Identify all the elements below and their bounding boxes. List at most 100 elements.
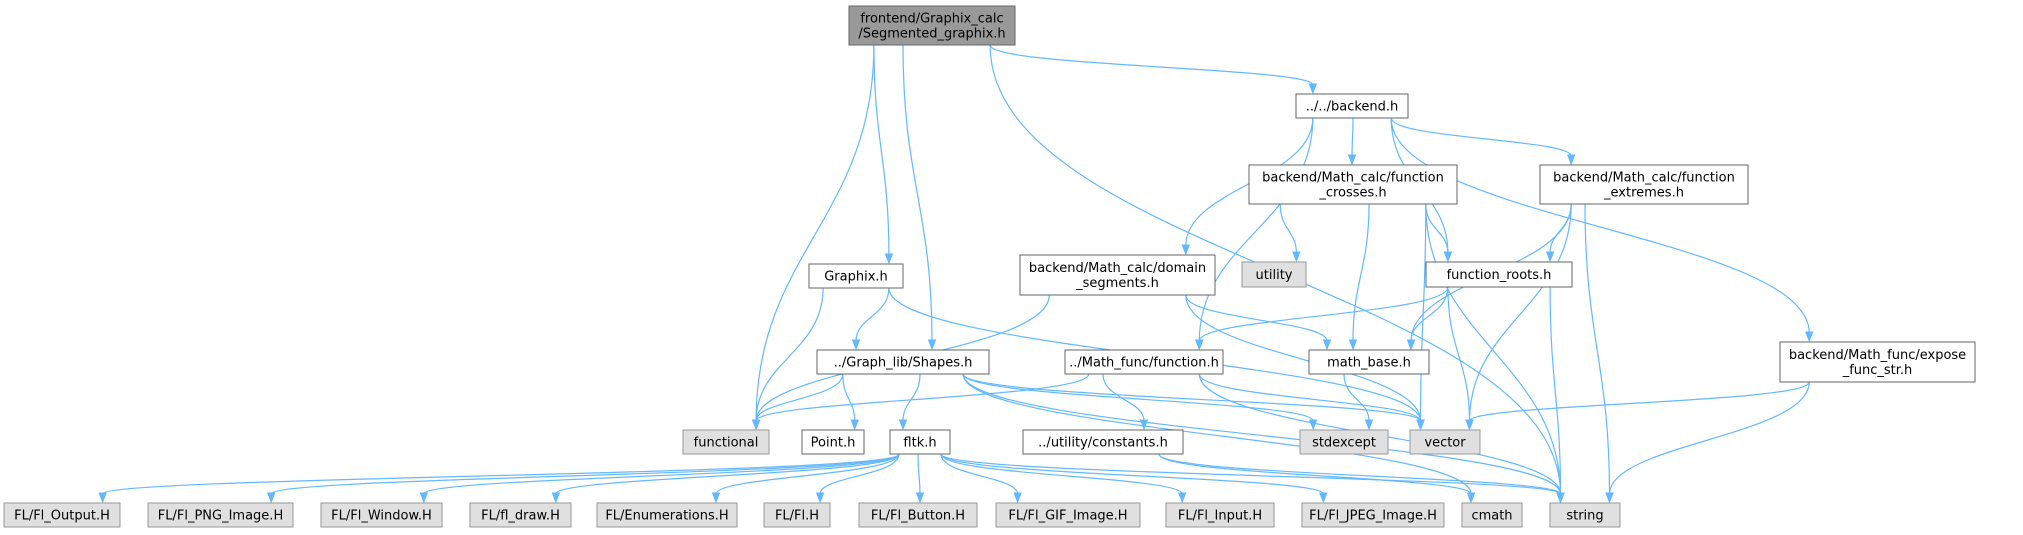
edge-line bbox=[1185, 294, 1328, 342]
edge-graphix-to-shapes bbox=[851, 287, 890, 351]
edge-constants-to-string bbox=[1158, 453, 1565, 504]
edge-fltk-to-gif bbox=[940, 453, 1022, 504]
node-mfunction[interactable]: ../Math_func/function.h bbox=[1064, 349, 1224, 375]
node-backend[interactable]: ../../backend.h bbox=[1295, 93, 1409, 119]
node-label: FL/Fl_Window.H bbox=[331, 509, 432, 524]
edge-line bbox=[1279, 203, 1297, 254]
node-graphix[interactable]: Graphix.h bbox=[808, 263, 904, 289]
node-label: FL/Fl_Button.H bbox=[871, 509, 965, 524]
node-box bbox=[848, 5, 1016, 46]
node-label: _crosses.h bbox=[1318, 186, 1386, 201]
edge-arrowhead bbox=[927, 339, 937, 351]
node-fltk[interactable]: fltk.h bbox=[889, 429, 951, 455]
edge-crosses-to-roots bbox=[1425, 203, 1453, 263]
edge-arrowhead bbox=[1319, 492, 1328, 504]
node-label: ../utility/constants.h bbox=[1038, 436, 1168, 451]
edge-line bbox=[940, 453, 1324, 495]
edge-arrowhead bbox=[1181, 244, 1190, 256]
node-constants[interactable]: ../utility/constants.h bbox=[1022, 429, 1184, 455]
node-shapes[interactable]: ../Graph_lib/Shapes.h bbox=[816, 349, 990, 375]
edge-arrowhead bbox=[1308, 419, 1318, 431]
edge-arrowhead bbox=[1556, 492, 1565, 504]
node-box bbox=[1022, 429, 1184, 455]
edge-arrowhead bbox=[711, 492, 721, 504]
node-label: backend/Math_calc/function bbox=[1262, 171, 1444, 186]
node-box bbox=[1461, 502, 1523, 528]
edge-fltk-to-flh bbox=[815, 453, 900, 504]
node-mathbase[interactable]: math_base.h bbox=[1308, 349, 1430, 375]
edge-arrowhead bbox=[1013, 492, 1022, 504]
edge-arrowhead bbox=[1566, 154, 1576, 166]
node-box bbox=[1248, 164, 1458, 205]
node-box bbox=[763, 502, 831, 528]
edge-line bbox=[1390, 117, 1572, 157]
node-draw: FL/fl_draw.H bbox=[469, 502, 572, 528]
edge-line bbox=[962, 373, 1472, 495]
edge-shapes-to-vector bbox=[962, 373, 1425, 431]
node-label: /Segmented_graphix.h bbox=[858, 27, 1005, 42]
edge-line bbox=[1198, 117, 1314, 342]
edge-shapes-to-functional bbox=[751, 373, 844, 431]
edge-mfunction-to-functional bbox=[751, 373, 1090, 431]
node-label: _func_str.h bbox=[1842, 363, 1913, 378]
node-png: FL/Fl_PNG_Image.H bbox=[147, 502, 294, 528]
node-box bbox=[1019, 254, 1216, 296]
node-expose[interactable]: backend/Math_func/expose_func_str.h bbox=[1779, 341, 1976, 383]
node-box bbox=[320, 502, 443, 528]
edge-line bbox=[1351, 117, 1354, 157]
node-box bbox=[1301, 502, 1445, 528]
edge-arrowhead bbox=[1805, 331, 1814, 343]
node-crosses[interactable]: backend/Math_calc/function_crosses.h bbox=[1248, 164, 1458, 205]
edge-root-to-graphix bbox=[873, 44, 894, 265]
edge-line bbox=[755, 373, 844, 422]
node-string: string bbox=[1549, 502, 1621, 528]
edge-line bbox=[755, 287, 824, 422]
edge-backend-to-mfunction bbox=[1195, 117, 1314, 351]
node-label: utility bbox=[1256, 268, 1293, 283]
edge-arrowhead bbox=[1348, 339, 1358, 351]
edge-root-to-shapes bbox=[902, 44, 937, 351]
node-cmath: cmath bbox=[1461, 502, 1523, 528]
node-label: FL/Fl_PNG_Image.H bbox=[158, 509, 283, 524]
edge-line bbox=[1390, 117, 1810, 334]
node-flh: FL/Fl.H bbox=[763, 502, 831, 528]
node-extremes[interactable]: backend/Math_calc/function_extremes.h bbox=[1539, 164, 1749, 205]
node-button: FL/Fl_Button.H bbox=[858, 502, 978, 528]
edge-arrowhead bbox=[1322, 339, 1332, 351]
edge-arrowhead bbox=[1466, 492, 1476, 504]
edge-line bbox=[1608, 381, 1810, 495]
node-window: FL/Fl_Window.H bbox=[320, 502, 443, 528]
edge-arrowhead bbox=[851, 339, 861, 351]
node-root[interactable]: frontend/Graphix_calc/Segmented_graphix.… bbox=[848, 5, 1016, 46]
node-box bbox=[1409, 429, 1481, 455]
edge-line bbox=[917, 453, 921, 495]
edge-backend-to-crosses bbox=[1347, 117, 1357, 166]
node-label: Point.h bbox=[811, 436, 856, 451]
edge-arrowhead bbox=[551, 492, 561, 504]
edge-line bbox=[1425, 203, 1562, 495]
node-label: stdexcept bbox=[1312, 436, 1376, 451]
edge-line bbox=[989, 44, 1314, 86]
edge-expose-to-vector bbox=[1465, 381, 1810, 431]
edge-mfunction-to-vector bbox=[1198, 373, 1425, 431]
node-input: FL/Fl_Input.H bbox=[1165, 502, 1275, 528]
node-box bbox=[1295, 93, 1409, 119]
node-point[interactable]: Point.h bbox=[801, 429, 865, 455]
edge-fltk-to-button bbox=[915, 453, 925, 504]
edge-line bbox=[1549, 286, 1562, 495]
edge-fltk-to-input bbox=[940, 453, 1187, 504]
node-label: FL/Fl_Output.H bbox=[14, 509, 110, 524]
node-domain[interactable]: backend/Math_calc/domain_segments.h bbox=[1019, 254, 1216, 296]
node-box bbox=[995, 502, 1141, 528]
edge-arrowhead bbox=[1406, 339, 1416, 351]
edge-fltk-to-window bbox=[419, 453, 900, 504]
node-label: frontend/Graphix_calc bbox=[860, 12, 1003, 27]
node-label: _extremes.h bbox=[1603, 186, 1684, 201]
edge-mfunction-to-constants bbox=[1102, 373, 1149, 431]
node-label: FL/Fl.H bbox=[775, 509, 819, 524]
edge-line bbox=[755, 44, 875, 422]
node-box bbox=[3, 502, 121, 528]
node-roots[interactable]: function_roots.h bbox=[1425, 261, 1573, 288]
node-functional: functional bbox=[682, 429, 770, 455]
